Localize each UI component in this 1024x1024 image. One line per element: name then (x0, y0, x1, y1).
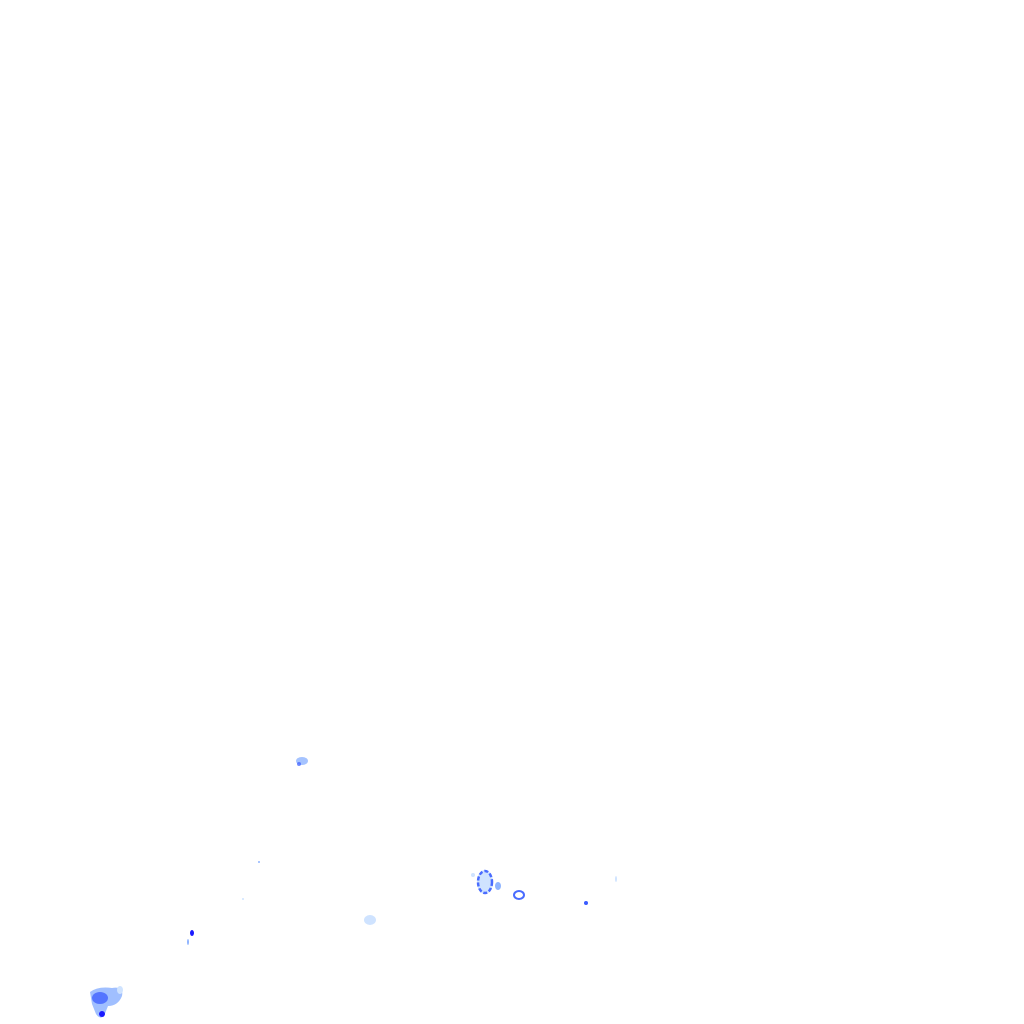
echo-cluster-southwest (90, 930, 194, 1018)
echo-cell (471, 873, 475, 877)
echo-cell (513, 890, 525, 900)
echo-cell (297, 762, 301, 766)
echo-cell (258, 861, 260, 863)
echo-cell (92, 992, 108, 1004)
echo-cell (477, 870, 493, 894)
echo-cell (99, 1011, 105, 1017)
echo-cluster-central (242, 861, 617, 925)
echo-cell (190, 930, 194, 936)
echo-cell (242, 898, 244, 900)
echo-cell (187, 939, 189, 945)
echo-cell (584, 901, 588, 905)
echo-cell (615, 876, 617, 882)
echo-cell (364, 915, 376, 925)
echo-cell (495, 882, 501, 890)
echo-cell (476, 869, 494, 895)
echo-cluster-west (296, 757, 308, 766)
echo-cell (117, 986, 123, 994)
